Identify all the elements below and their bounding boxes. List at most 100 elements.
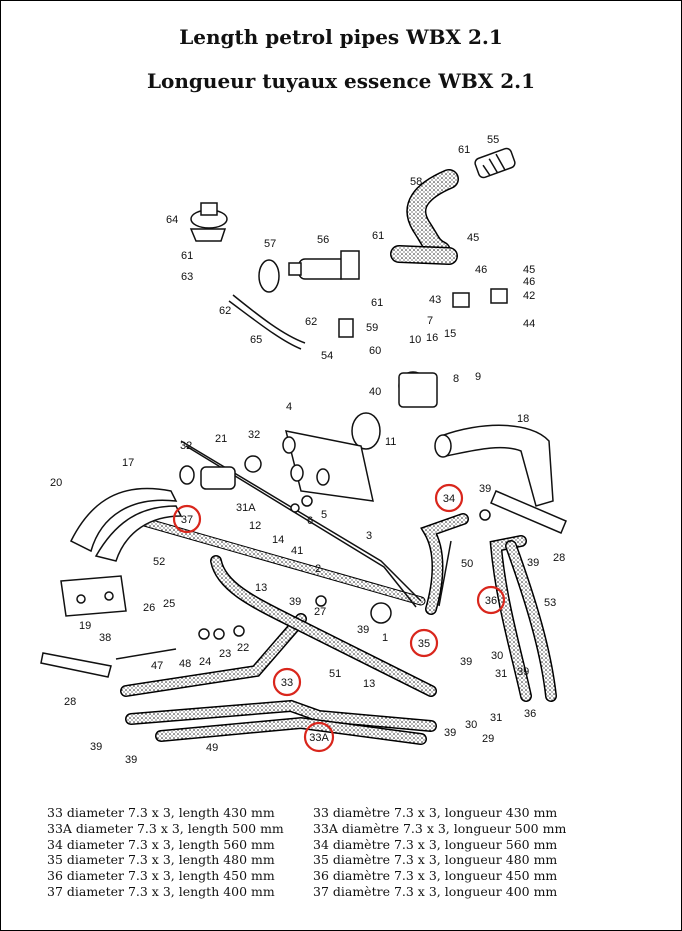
label-62: 62 — [219, 305, 231, 317]
label-51: 51 — [329, 668, 341, 680]
label-31A: 31A — [236, 502, 256, 514]
part-32a — [179, 465, 195, 485]
label-39: 39 — [460, 656, 472, 668]
label-6: 6 — [307, 515, 313, 527]
part-5 — [301, 495, 313, 507]
specs-french: 33 diamètre 7.3 x 3, longueur 430 mm 33A… — [313, 805, 566, 900]
label-54: 54 — [321, 350, 333, 362]
part-17-manifold — [60, 487, 183, 617]
part-56-pump — [288, 250, 360, 280]
pipe-50 — [438, 540, 452, 607]
part-23 — [213, 628, 225, 640]
highlight-34: 34 — [434, 483, 464, 513]
part-24 — [198, 628, 210, 640]
label-14: 14 — [272, 534, 284, 546]
label-60: 60 — [369, 345, 381, 357]
part-throttle-body — [398, 371, 438, 408]
label-39: 39 — [357, 624, 369, 636]
spec-line: 37 diamètre 7.3 x 3, longueur 400 mm — [313, 883, 558, 899]
pipe-3 — [180, 440, 422, 602]
label-9: 9 — [475, 371, 481, 383]
part-32b — [244, 455, 262, 473]
part-59 — [338, 318, 354, 338]
label-26: 26 — [143, 602, 155, 614]
label-39: 39 — [125, 754, 137, 766]
label-39: 39 — [517, 666, 529, 678]
part-18-manifold — [434, 424, 554, 507]
label-39: 39 — [444, 727, 456, 739]
label-18: 18 — [517, 413, 529, 425]
part-55-corrugated-hose — [474, 147, 516, 179]
spec-line: 36 diamètre 7.3 x 3, longueur 450 mm — [313, 868, 558, 884]
label-30: 30 — [491, 650, 503, 662]
label-3: 3 — [366, 530, 372, 542]
pipes — [115, 294, 452, 660]
spec-line: 34 diameter 7.3 x 3, length 560 mm — [47, 836, 275, 852]
label-28: 28 — [553, 552, 565, 564]
label-46: 46 — [475, 264, 487, 276]
components — [40, 147, 567, 678]
label-42: 42 — [523, 290, 535, 302]
label-23: 23 — [219, 648, 231, 660]
label-22: 22 — [237, 642, 249, 654]
label-32: 32 — [248, 429, 260, 441]
page-title: Length petrol pipes WBX 2.1 — [179, 25, 503, 49]
part-6 — [290, 503, 300, 513]
label-46: 46 — [523, 276, 535, 288]
label-41: 41 — [291, 545, 303, 557]
label-29: 29 — [482, 733, 494, 745]
label-31: 31 — [495, 668, 507, 680]
label-63: 63 — [181, 271, 193, 283]
label-20: 20 — [50, 477, 62, 489]
label-48: 48 — [179, 658, 191, 670]
part-1-regulator — [370, 602, 392, 624]
label-39: 39 — [90, 741, 102, 753]
label-45: 45 — [467, 232, 479, 244]
label-2: 2 — [315, 563, 321, 575]
label-25: 25 — [163, 598, 175, 610]
label-7: 7 — [427, 315, 433, 327]
label-40: 40 — [369, 386, 381, 398]
label-64: 64 — [166, 214, 178, 226]
label-55: 55 — [487, 134, 499, 146]
svg-text:35: 35 — [418, 638, 430, 650]
label-52: 52 — [153, 556, 165, 568]
part-27 — [315, 595, 327, 607]
page-subtitle: Longueur tuyaux essence WBX 2.1 — [146, 69, 536, 93]
label-30: 30 — [465, 719, 477, 731]
label-45: 45 — [523, 264, 535, 276]
label-8: 8 — [453, 373, 459, 385]
spec-line: 33 diameter 7.3 x 3, length 430 mm — [47, 805, 275, 820]
label-13: 13 — [363, 678, 375, 690]
label-31: 31 — [490, 712, 502, 724]
label-62: 62 — [305, 316, 317, 328]
label-16: 16 — [426, 332, 438, 344]
hoses — [120, 169, 557, 745]
highlight-35: 35 — [409, 628, 439, 658]
label-11: 11 — [385, 436, 396, 448]
label-15: 15 — [444, 328, 456, 340]
label-24: 24 — [199, 656, 211, 668]
label-38: 38 — [99, 632, 111, 644]
spec-line: 37 diameter 7.3 x 3, length 400 mm — [47, 883, 275, 899]
part-labels: 55 61 58 64 61 63 62 57 56 61 61 59 60 6… — [50, 134, 565, 766]
label-56: 56 — [317, 234, 329, 246]
label-61: 61 — [371, 297, 383, 309]
highlight-33A: 33A — [303, 721, 335, 753]
label-61: 61 — [372, 230, 384, 242]
label-12: 12 — [249, 520, 261, 532]
label-5: 5 — [321, 509, 327, 521]
label-61: 61 — [181, 250, 193, 262]
label-44: 44 — [523, 318, 535, 330]
spec-line: 35 diamètre 7.3 x 3, longueur 480 mm — [313, 852, 558, 868]
part-4-block — [282, 430, 374, 502]
svg-text:33A: 33A — [309, 732, 329, 744]
spec-line: 33A diameter 7.3 x 3, length 500 mm — [47, 820, 284, 836]
label-57: 57 — [264, 238, 276, 250]
label-27: 27 — [314, 606, 326, 618]
svg-text:37: 37 — [181, 514, 193, 526]
part-42 — [490, 288, 508, 304]
svg-text:34: 34 — [443, 493, 455, 505]
pipe-47 — [115, 648, 177, 660]
